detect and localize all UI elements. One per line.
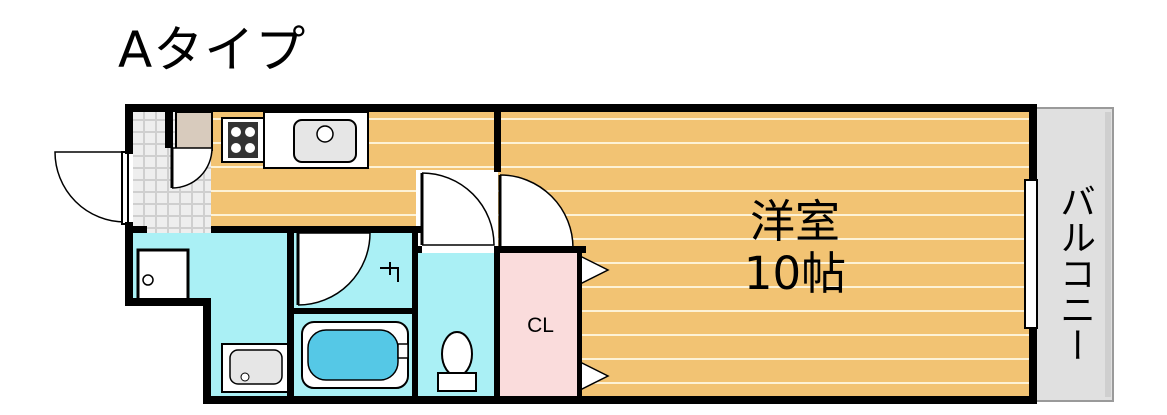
western-room-name: 洋室	[749, 195, 840, 248]
balcony-window	[1024, 179, 1038, 329]
entrance-door-swing	[54, 151, 126, 223]
vanity-drain	[240, 372, 250, 382]
washer-drain	[142, 274, 154, 286]
balcony-floor	[1032, 107, 1114, 402]
vanity-basin	[229, 349, 283, 385]
room-door-swing	[499, 174, 574, 249]
shower-faucet	[380, 262, 399, 282]
toilet-door-swing	[421, 172, 495, 246]
plan-title: Aタイプ	[118, 21, 307, 79]
balcony-label: バルコニー	[1054, 183, 1095, 363]
western-room-label: 洋室 10帖	[735, 196, 855, 300]
western-room-size: 10帖	[743, 247, 847, 300]
western-room-floor	[498, 112, 1033, 396]
bath-door-swing	[297, 232, 371, 306]
tub-tap	[397, 343, 409, 359]
sink-drain	[316, 125, 334, 143]
stove	[221, 117, 265, 163]
entrance-door-leaf	[121, 151, 129, 225]
closet-floor	[498, 253, 580, 396]
balcony-rail	[1105, 112, 1111, 397]
inner-door-swing	[171, 147, 213, 189]
bathtub-inner	[307, 329, 399, 381]
closet-label: CL	[527, 314, 554, 337]
outer-notch	[125, 305, 210, 405]
walls	[125, 104, 1037, 404]
shoe-cabinet	[175, 111, 213, 151]
toilet-fixture	[437, 331, 477, 392]
